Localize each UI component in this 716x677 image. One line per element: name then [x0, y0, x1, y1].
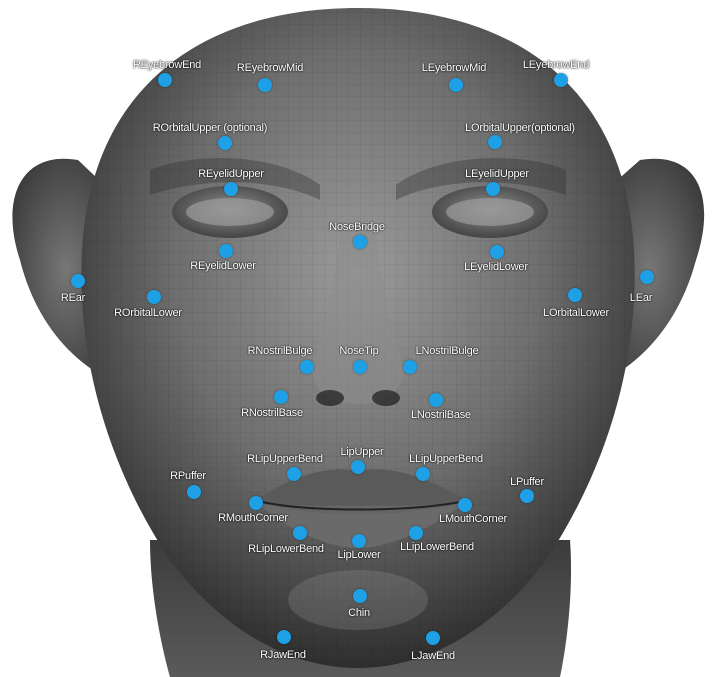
r-orbital-upper-label: ROrbitalUpper (optional): [153, 122, 267, 134]
r-eyebrow-end-label: REyebrowEnd: [133, 59, 201, 71]
l-eyebrow-mid-label: LEyebrowMid: [422, 62, 486, 74]
l-eyelid-lower-point: [490, 245, 504, 259]
r-eyebrow-mid-point: [258, 78, 272, 92]
l-orbital-upper-point: [488, 135, 502, 149]
l-eyebrow-end-label: LEyebrowEnd: [523, 59, 589, 71]
l-eyelid-upper-label: LEyelidUpper: [465, 168, 529, 180]
r-nostril-base-label: RNostrilBase: [241, 407, 303, 419]
r-ear-point: [71, 274, 85, 288]
chin-point: [353, 589, 367, 603]
r-orbital-lower-label: ROrbitalLower: [114, 307, 182, 319]
r-ear-label: REar: [61, 292, 85, 304]
r-nostril-bulge-point: [300, 360, 314, 374]
l-eyelid-lower-label: LEyelidLower: [464, 261, 528, 273]
nose-tip-point: [353, 360, 367, 374]
r-nostril-bulge-label: RNostrilBulge: [248, 345, 313, 357]
r-mouth-corner-point: [249, 496, 263, 510]
l-nostril-bulge-label: LNostrilBulge: [416, 345, 479, 357]
lip-upper-point: [351, 460, 365, 474]
r-lip-lower-bend-label: RLipLowerBend: [248, 543, 324, 555]
lip-upper-label: LipUpper: [340, 446, 383, 458]
r-mouth-corner-label: RMouthCorner: [218, 512, 288, 524]
r-puffer-point: [187, 485, 201, 499]
l-lip-upper-bend-point: [416, 467, 430, 481]
r-eyelid-upper-point: [224, 182, 238, 196]
r-jaw-end-point: [277, 630, 291, 644]
r-puffer-label: RPuffer: [170, 470, 206, 482]
nose-tip-label: NoseTip: [339, 345, 378, 357]
r-lip-lower-bend-point: [293, 526, 307, 540]
chin-label: Chin: [348, 607, 370, 619]
r-nostril-base-point: [274, 390, 288, 404]
r-lip-upper-bend-point: [287, 467, 301, 481]
r-eyebrow-end-point: [158, 73, 172, 87]
l-lip-lower-bend-point: [409, 526, 423, 540]
l-ear-label: LEar: [630, 292, 652, 304]
r-orbital-lower-point: [147, 290, 161, 304]
l-eyebrow-end-point: [554, 73, 568, 87]
l-nostril-base-label: LNostrilBase: [411, 409, 471, 421]
l-nostril-bulge-point: [403, 360, 417, 374]
l-puffer-point: [520, 489, 534, 503]
l-jaw-end-point: [426, 631, 440, 645]
r-orbital-upper-point: [218, 136, 232, 150]
l-nostril-base-point: [429, 393, 443, 407]
r-eyelid-lower-point: [219, 244, 233, 258]
l-ear-point: [640, 270, 654, 284]
r-eyebrow-mid-label: REyebrowMid: [237, 62, 303, 74]
lip-lower-point: [352, 534, 366, 548]
l-mouth-corner-label: LMouthCorner: [439, 513, 507, 525]
r-eyelid-upper-label: REyelidUpper: [198, 168, 263, 180]
r-jaw-end-label: RJawEnd: [260, 649, 306, 661]
l-jaw-end-label: LJawEnd: [411, 650, 455, 662]
l-mouth-corner-point: [458, 498, 472, 512]
l-lip-upper-bend-label: LLipUpperBend: [409, 453, 483, 465]
l-orbital-lower-label: LOrbitalLower: [543, 307, 609, 319]
nose-bridge-label: NoseBridge: [329, 221, 384, 233]
lip-lower-label: LipLower: [337, 549, 380, 561]
nose-bridge-point: [353, 235, 367, 249]
r-lip-upper-bend-label: RLipUpperBend: [247, 453, 323, 465]
l-lip-lower-bend-label: LLipLowerBend: [400, 541, 474, 553]
l-eyelid-upper-point: [486, 182, 500, 196]
l-eyebrow-mid-point: [449, 78, 463, 92]
l-orbital-lower-point: [568, 288, 582, 302]
r-eyelid-lower-label: REyelidLower: [190, 260, 255, 272]
l-orbital-upper-label: LOrbitalUpper(optional): [465, 122, 575, 134]
l-puffer-label: LPuffer: [510, 476, 544, 488]
